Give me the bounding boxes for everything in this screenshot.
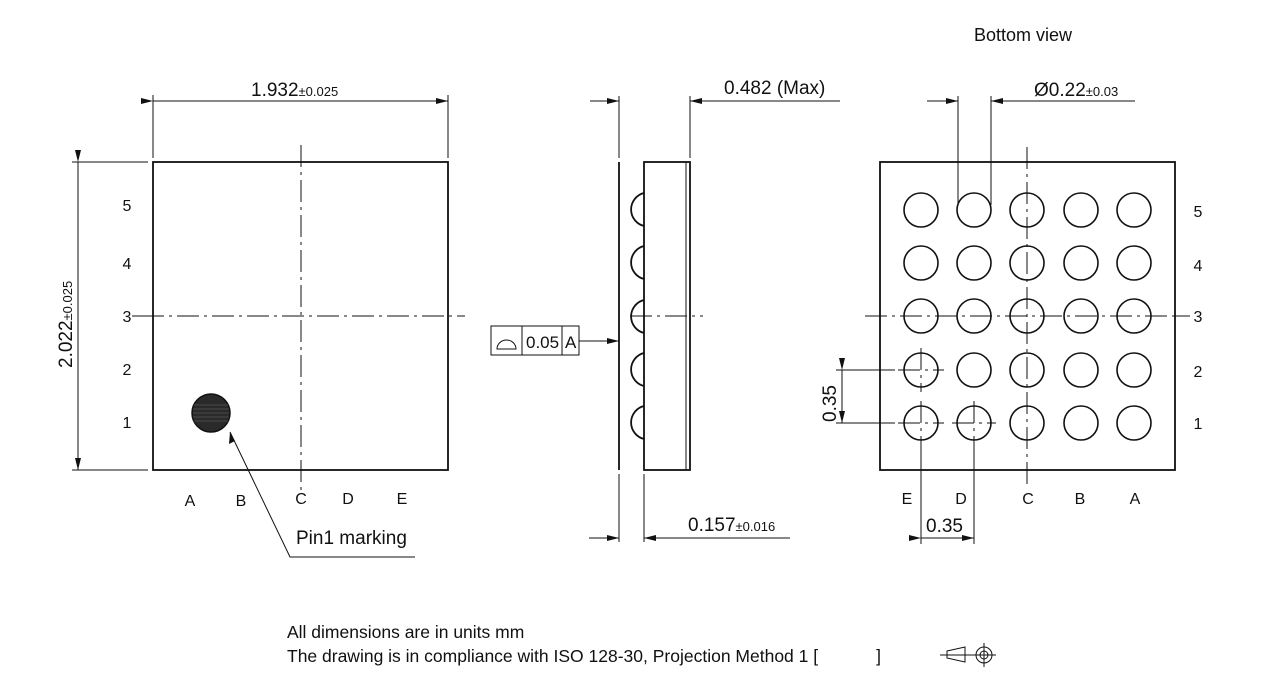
ball-height-dimension: 0.157±0.016 (688, 515, 775, 536)
profile-of-surface-icon (496, 339, 517, 350)
top-view: 1.932±0.025 2.022±0.025 5 4 3 2 1 A B C … (56, 80, 465, 558)
bottom-row-label-4: 4 (1194, 258, 1203, 275)
top-height-dimension: 2.022±0.025 (56, 281, 77, 368)
units-note: All dimensions are in units mm (287, 622, 525, 642)
bottom-col-label-d: D (955, 491, 967, 508)
col-label-b: B (236, 493, 247, 510)
pitch-horizontal-dimension: 0.35 (926, 516, 963, 537)
bottom-view-title: Bottom view (974, 25, 1073, 45)
col-label-c: C (295, 491, 307, 508)
pitch-vertical-dimension: 0.35 (820, 385, 841, 422)
top-width-dimension: 1.932±0.025 (251, 80, 338, 101)
bottom-col-label-e: E (902, 491, 913, 508)
row-label-2: 2 (123, 362, 132, 379)
ball-diameter-dimension: Ø0.22±0.03 (1034, 80, 1118, 101)
tolerance-value: 0.05 (526, 333, 559, 352)
datum-label: A (565, 333, 577, 352)
ball-grid (903, 192, 1152, 441)
col-label-e: E (397, 491, 408, 508)
row-label-5: 5 (123, 198, 132, 215)
bottom-row-label-2: 2 (1194, 364, 1203, 381)
side-view: 0.482 (Max) 0.05 A 0.157±0.016 (490, 78, 840, 542)
bottom-row-label-1: 1 (1194, 416, 1203, 433)
bottom-view: Bottom view Ø0.22±0.03 (820, 25, 1203, 544)
bottom-col-label-a: A (1130, 491, 1141, 508)
row-label-4: 4 (123, 256, 132, 273)
projection-method-icon (940, 643, 996, 667)
row-label-3: 3 (123, 309, 132, 326)
bottom-row-label-3: 3 (1194, 309, 1203, 326)
compliance-note: The drawing is in compliance with ISO 12… (287, 646, 881, 666)
row-label-1: 1 (123, 415, 132, 432)
col-label-a: A (185, 493, 196, 510)
pin1-label: Pin1 marking (296, 528, 407, 549)
side-height-dimension: 0.482 (Max) (724, 78, 825, 99)
bottom-row-label-5: 5 (1194, 204, 1203, 221)
drawing-notes: All dimensions are in units mm The drawi… (287, 620, 881, 668)
col-label-d: D (342, 491, 354, 508)
bottom-col-label-c: C (1022, 491, 1034, 508)
tolerance-frame: 0.05 A (490, 325, 619, 356)
bottom-col-label-b: B (1075, 491, 1086, 508)
pin1-marking-icon (191, 393, 231, 433)
